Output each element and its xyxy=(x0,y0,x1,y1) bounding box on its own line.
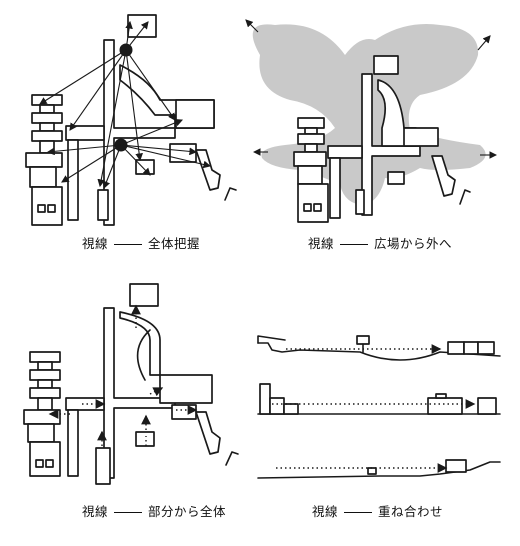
section-3 xyxy=(257,459,501,479)
panel-overlap-sections xyxy=(257,335,501,479)
caption-prefix: 視線 xyxy=(82,236,109,251)
sight-lines-upper xyxy=(39,20,176,188)
main-corridor-2 xyxy=(361,73,421,216)
panel-part-to-whole xyxy=(23,283,239,485)
caption-prefix: 視線 xyxy=(82,504,109,519)
caption-prefix: 視線 xyxy=(308,236,335,251)
panel-plaza-outward xyxy=(245,19,498,223)
caption-dash xyxy=(344,512,373,513)
caption-prefix: 視線 xyxy=(312,504,339,519)
caption-dash xyxy=(114,244,143,245)
outward-arrows xyxy=(245,19,498,159)
caption-overlap: 視線 重ね合わせ xyxy=(312,501,443,520)
main-corridor xyxy=(103,39,176,226)
top-block xyxy=(127,14,157,38)
caption-title: 重ね合わせ xyxy=(378,504,444,519)
left-building-block-3 xyxy=(23,351,61,477)
caption-dash xyxy=(340,244,369,245)
caption-title: 全体把握 xyxy=(148,236,201,251)
caption-overall-view: 視線 全体把握 xyxy=(82,233,200,252)
section-2 xyxy=(257,383,501,415)
left-building-block-2 xyxy=(293,117,329,223)
partial-view-arrows xyxy=(48,304,198,446)
panel-overall-view xyxy=(25,14,237,226)
sight-lines-lower xyxy=(46,118,212,190)
caption-title: 広場から外へ xyxy=(374,236,453,251)
caption-title: 部分から全体 xyxy=(148,504,227,519)
left-building-block xyxy=(25,94,63,226)
caption-plaza-outward: 視線 広場から外へ xyxy=(308,233,452,252)
caption-dash xyxy=(114,512,143,513)
caption-part-to-whole: 視線 部分から全体 xyxy=(82,501,226,520)
section-1 xyxy=(257,335,501,361)
